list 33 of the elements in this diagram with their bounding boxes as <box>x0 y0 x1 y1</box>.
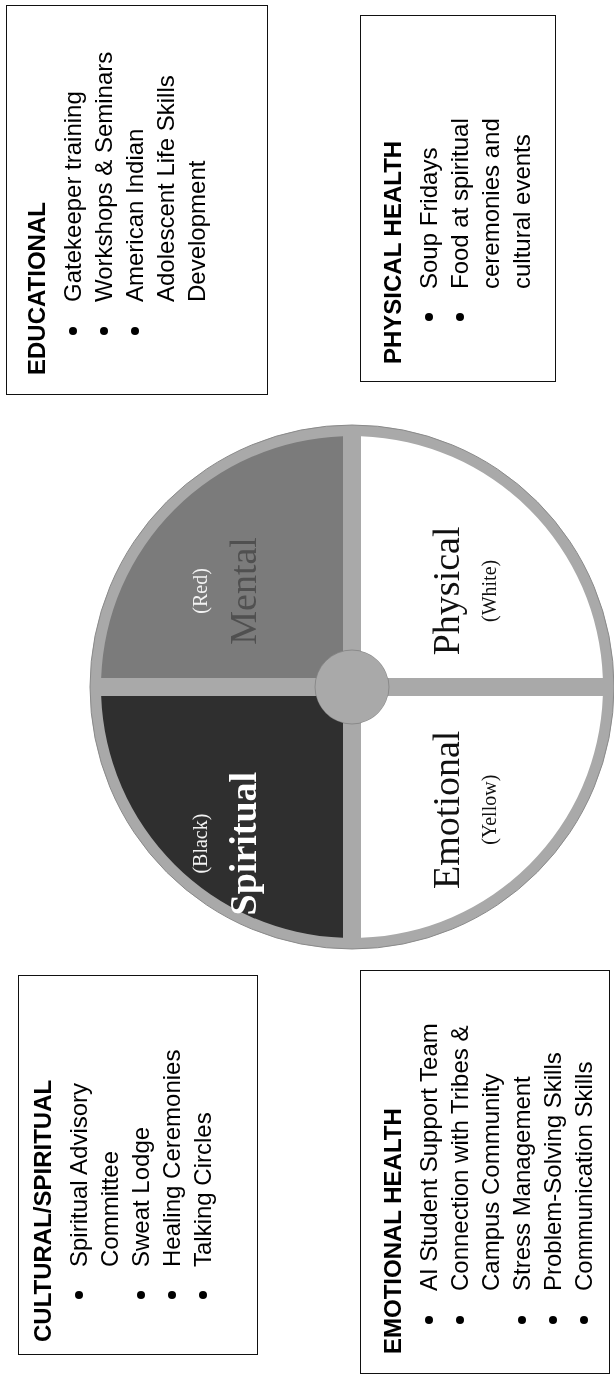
info-box <box>360 970 610 1374</box>
list-item: Spiritual Advisory Committee <box>63 1017 125 1299</box>
quadrant-color-label: (White) <box>477 559 502 622</box>
list-item: Food at spiritual ceremonies and cultural events <box>444 84 537 321</box>
list-item: Sweat Lodge <box>125 1017 156 1299</box>
list-item: American Indian Adolescent Life Skills Development <box>119 22 212 335</box>
wheel-quadrant <box>101 436 343 678</box>
box-heading: EDUCATIONAL <box>23 202 51 375</box>
list-item: Talking Circles <box>187 1017 218 1299</box>
wheel-quadrant <box>361 696 603 938</box>
list-item: Problem-Solving Skills <box>537 986 568 1324</box>
quadrant-color-label: (Black) <box>188 813 213 874</box>
info-box <box>6 5 268 395</box>
wheel-quadrant <box>361 436 603 678</box>
list-item: Healing Ceremonies <box>156 1017 187 1299</box>
quadrant-title: Physical <box>424 526 469 656</box>
quadrant-title: Spiritual <box>221 771 265 916</box>
list-item: Soup Fridays <box>413 84 444 321</box>
list-item: AI Student Support Team <box>413 986 444 1324</box>
box-heading: EMOTIONAL HEALTH <box>379 1108 407 1354</box>
info-box <box>18 975 258 1355</box>
box-heading: PHYSICAL HEALTH <box>379 140 407 364</box>
box-heading: CULTURAL/SPIRITUAL <box>29 1079 57 1342</box>
list-item: Communication Skills <box>568 986 599 1324</box>
list-item: Gatekeeper training <box>57 22 88 335</box>
wheel-quadrant <box>101 696 343 938</box>
quadrant-color-label: (Red) <box>188 568 213 614</box>
list-item: Workshops & Seminars <box>88 22 119 335</box>
list-item: Stress Management <box>506 986 537 1324</box>
quadrant-color-label: (Yellow) <box>477 774 502 845</box>
quadrant-title: Emotional <box>424 730 469 889</box>
list-item: Connection with Tribes & Campus Community <box>444 986 506 1324</box>
info-box <box>360 15 556 382</box>
